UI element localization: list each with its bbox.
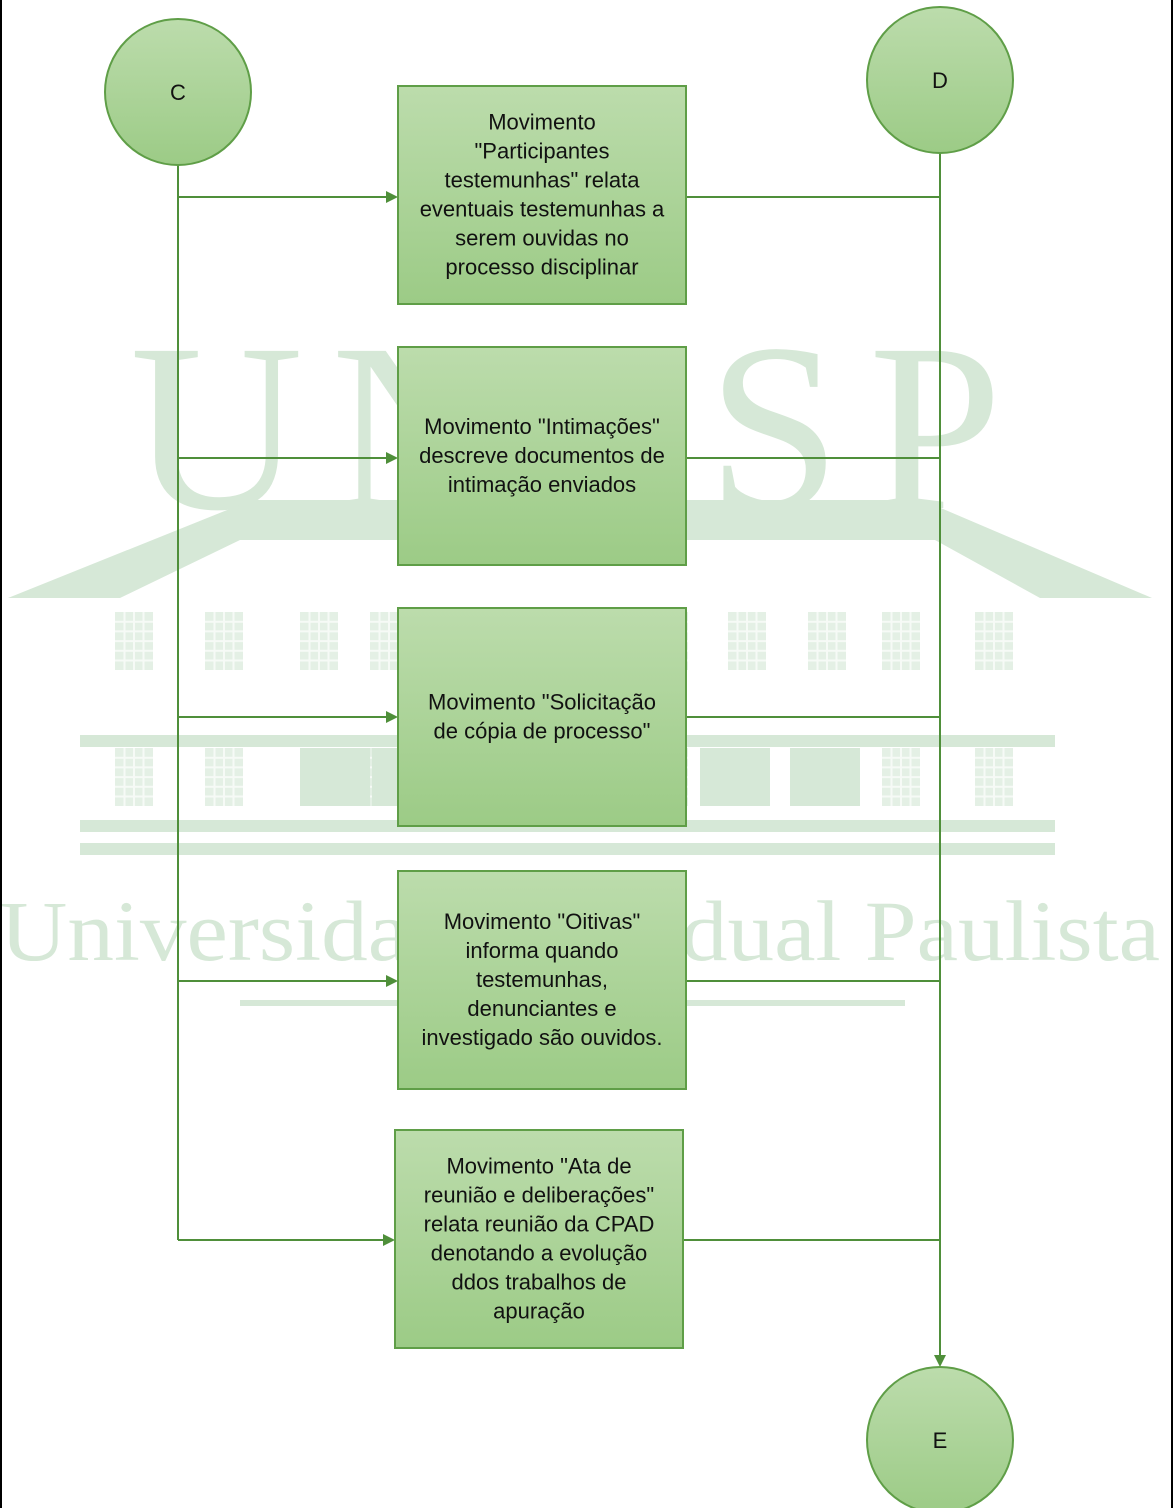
process-box-line: de cópia de processo" [434, 719, 651, 744]
diagram-nodes: C D E Movimento "Participantes testemunhas" r… [104, 6, 1014, 1508]
process-box-line: denotando a evolução [431, 1241, 648, 1266]
process-box-line: processo disciplinar [445, 255, 638, 280]
process-box-line: investigado são ouvidos. [422, 1025, 663, 1050]
connector-d: D [866, 6, 1014, 154]
process-box-line: denunciantes e [467, 996, 616, 1021]
process-box-shape [397, 85, 687, 305]
process-box-1: Movimento "Participantes testemunhas" rela… [397, 85, 687, 305]
process-box-line: Movimento [488, 110, 596, 135]
process-box-line: Movimento "Intimações" [424, 414, 660, 439]
process-box-line: apuração [493, 1299, 585, 1324]
process-box-4: Movimento "Oitivas" informa quando testemu… [397, 870, 687, 1090]
process-box-line: Movimento "Solicitação [428, 690, 656, 715]
connector-circle [866, 1366, 1014, 1508]
process-box-shape [397, 346, 687, 566]
process-box-line: Movimento "Oitivas" [444, 909, 641, 934]
process-box-line: relata reunião da CPAD [424, 1212, 655, 1237]
process-box-shape [397, 607, 687, 827]
connector-circle [866, 6, 1014, 154]
connector-e: E [866, 1366, 1014, 1508]
process-box-line: Movimento "Ata de [446, 1154, 631, 1179]
process-box-line: intimação enviados [448, 472, 636, 497]
process-box-line: descreve documentos de [419, 443, 665, 468]
connector-circle [104, 18, 252, 166]
process-box-line: serem ouvidas no [455, 226, 629, 251]
process-box-3: Movimento "Solicitação de cópia de proces… [397, 607, 687, 827]
process-box-line: testemunhas" relata [445, 168, 641, 193]
connector-c: C [104, 18, 252, 166]
process-box-shape [394, 1129, 684, 1349]
process-box-line: testemunhas, [476, 967, 608, 992]
connector-lines [177, 153, 946, 1367]
process-box-line: eventuais testemunhas a [420, 197, 665, 222]
watermark-building-icon [8, 500, 1152, 1006]
process-box-2: Movimento "Intimações" descreve documento… [397, 346, 687, 566]
process-box-line: informa quando [466, 938, 619, 963]
process-box-shape [397, 870, 687, 1090]
connector-label: D [932, 68, 948, 93]
process-box-5: Movimento "Ata de reunião e deliberações"… [394, 1129, 684, 1349]
connector-label: C [170, 80, 186, 105]
process-box-line: ddos trabalhos de [452, 1270, 627, 1295]
process-box-line: reunião e deliberações" [424, 1183, 654, 1208]
connector-label: E [933, 1428, 948, 1453]
process-box-line: "Participantes [475, 139, 610, 164]
